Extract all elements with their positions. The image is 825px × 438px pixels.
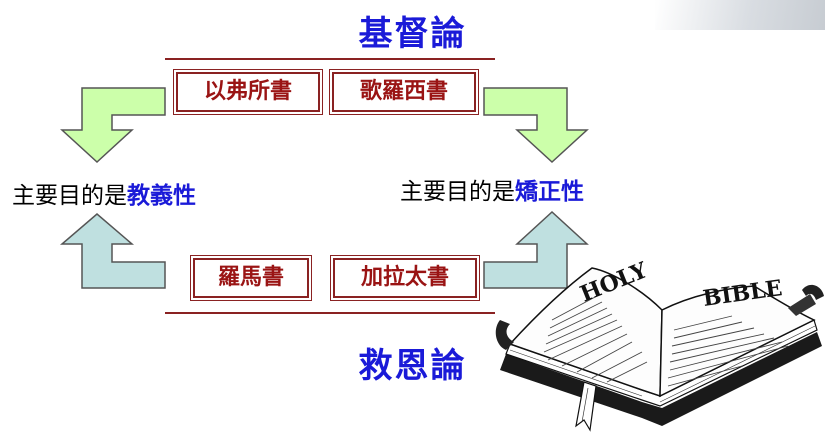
arrow-bottom-right xyxy=(483,210,589,289)
book-romans: 羅馬書 xyxy=(190,255,312,301)
right-purpose-emphasis: 矯正性 xyxy=(515,179,584,205)
corner-decoration xyxy=(655,0,825,30)
book-galatians: 加拉太書 xyxy=(330,255,480,301)
christology-title: 基督論 xyxy=(358,14,467,54)
book-ephesians: 以弗所書 xyxy=(173,69,323,115)
top-divider xyxy=(165,58,495,60)
arrow-top-right xyxy=(483,87,589,164)
book-colossians: 歌羅西書 xyxy=(329,69,479,115)
soteriology-title: 救恩論 xyxy=(358,346,467,386)
arrow-top-left xyxy=(60,87,166,164)
right-purpose-label: 主要目的是矯正性 xyxy=(400,172,584,206)
left-purpose-emphasis: 教義性 xyxy=(127,183,196,209)
left-purpose-prefix: 主要目的是 xyxy=(12,183,127,209)
left-purpose-label: 主要目的是教義性 xyxy=(12,176,196,210)
bottom-divider xyxy=(165,312,495,314)
right-purpose-prefix: 主要目的是 xyxy=(400,179,515,205)
open-bible-illustration: HOLY BIBLE xyxy=(495,257,824,432)
arrow-bottom-left xyxy=(59,213,166,289)
